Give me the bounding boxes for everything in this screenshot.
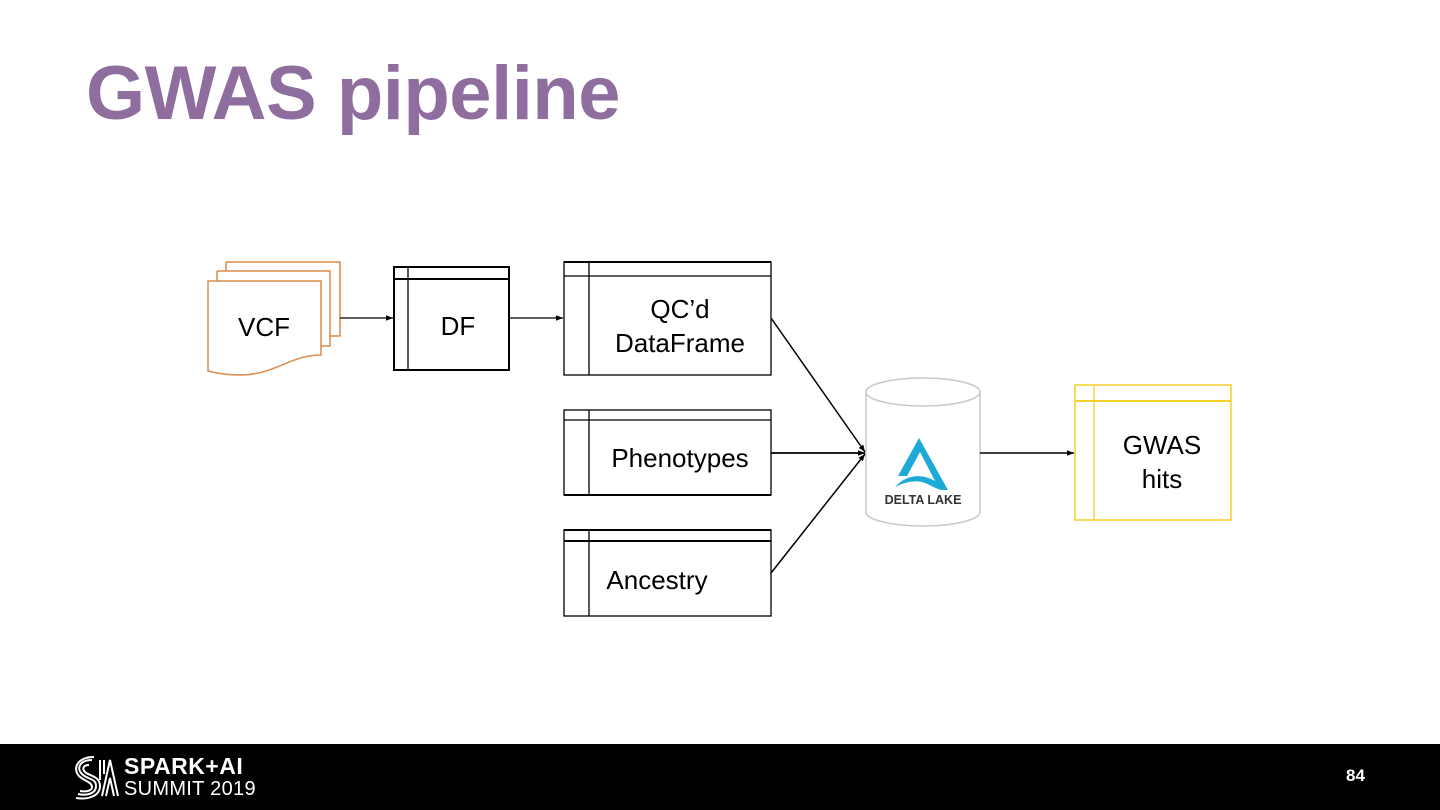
df-node: DF bbox=[393, 266, 510, 371]
slide-title: GWAS pipeline bbox=[86, 51, 621, 136]
vcf-page-front bbox=[207, 280, 322, 376]
cylinder-body bbox=[865, 392, 981, 527]
qc-dataframe-label-line1: QC’d bbox=[650, 294, 709, 324]
brand-name: SPARK+AI bbox=[124, 753, 244, 779]
delta-lake-logo-icon bbox=[895, 438, 948, 490]
phenotypes-node: Phenotypes bbox=[563, 409, 772, 496]
footer-bar: SPARK+AI SUMMIT 2019 84 bbox=[0, 744, 1440, 810]
vcf-node: VCF bbox=[207, 261, 341, 376]
qc-dataframe-node: QC’d DataFrame bbox=[563, 261, 772, 376]
delta-lake-label: DELTA LAKE bbox=[885, 493, 962, 507]
ancestry-label: Ancestry bbox=[606, 565, 707, 595]
page-number: 84 bbox=[1346, 766, 1365, 785]
vcf-label: VCF bbox=[238, 312, 290, 342]
df-label: DF bbox=[441, 311, 476, 341]
ancestry-node: Ancestry bbox=[563, 529, 772, 617]
cylinder-top bbox=[865, 377, 981, 407]
delta-lake-node: DELTA LAKE bbox=[865, 377, 981, 527]
gwas-hits-node: GWAS hits bbox=[1074, 384, 1232, 521]
edge-qc-dataframe-to-delta-lake bbox=[770, 317, 866, 453]
edge-ancestry-to-delta-lake bbox=[770, 453, 866, 574]
spark-ai-summit-logo-icon bbox=[75, 756, 119, 800]
phenotypes-label: Phenotypes bbox=[611, 443, 748, 473]
brand-event: SUMMIT 2019 bbox=[124, 778, 256, 800]
pipeline-diagram: VCF DF QC’d DataFrame Phenotypes Ancestr… bbox=[207, 261, 1232, 617]
gwas-hits-label-line2: hits bbox=[1142, 464, 1182, 494]
gwas-hits-label-line1: GWAS bbox=[1123, 430, 1201, 460]
qc-dataframe-label-line2: DataFrame bbox=[615, 328, 745, 358]
